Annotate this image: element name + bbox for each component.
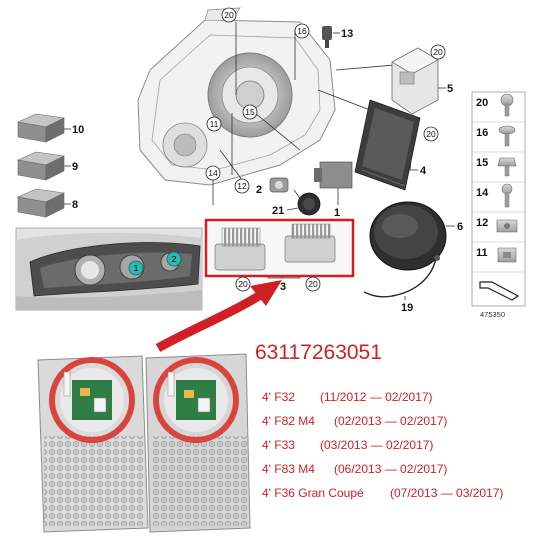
led-module-photo-left [37,355,149,533]
svg-text:15: 15 [476,157,488,169]
callout-4: 4 [420,165,427,177]
part-10-block: 10 [16,113,84,143]
svg-text:12: 12 [476,217,488,229]
circled-20-right: 20 [305,276,321,292]
circled-20-unit: 20 [423,126,439,142]
svg-text:20: 20 [238,279,248,289]
circled-12: 12 [234,178,250,194]
red-arrow [155,280,282,352]
fastener-panel: 20 16 15 14 12 11 [471,91,526,307]
fitment-dates: (02/2013 — 02/2017) [334,414,447,428]
part-5-control-module: 5 [391,47,453,115]
fastener-16: 16 [476,125,516,147]
fitment-row: 4' F83 M4 (06/2013 — 02/2017) [262,462,447,476]
part-19-wire: 19 [363,255,440,314]
fastener-12: 12 [476,217,518,233]
circled-14: 14 [205,165,221,181]
fitment-dates: (03/2013 — 02/2017) [320,438,433,452]
fitment-row: 4' F32 (11/2012 — 02/2017) [262,390,433,404]
svg-text:20: 20 [308,279,318,289]
circled-20-top: 20 [221,7,237,23]
callout-5: 5 [447,83,453,95]
callout-9: 9 [72,161,78,173]
fitment-model: 4' F36 Gran Coupé [262,486,364,500]
part-3-labels: 20 3 20 [235,276,321,293]
fitment-dates: (06/2013 — 02/2017) [334,462,447,476]
callout-3: 3 [280,281,286,293]
module-left [214,227,266,271]
fastener-20: 20 [476,93,514,117]
car-marker-2: 2 [166,251,182,267]
car-marker-1: 1 [128,260,144,276]
part-2-socket: 2 [256,177,289,196]
part-13-plug: 13 [322,26,353,48]
fitment-row: 4' F36 Gran Coupé (07/2013 — 03/2017) [262,486,503,500]
svg-text:16: 16 [297,26,307,36]
fitment-row: 4' F82 M4 (02/2013 — 02/2017) [262,414,447,428]
fitment-model: 4' F32 [262,390,295,404]
fitment-row: 4' F33 (03/2013 — 02/2017) [262,438,433,452]
svg-text:14: 14 [208,168,218,178]
tool-icon [479,281,520,301]
callout-13: 13 [341,28,353,40]
fastener-15: 15 [476,157,517,177]
fitment-list: 4' F32 (11/2012 — 02/2017) 4' F82 M4 (02… [262,390,503,500]
circled-20-left: 20 [235,276,251,292]
part-4-black-unit: 4 [354,99,427,191]
module-right [284,223,336,263]
svg-text:16: 16 [476,127,488,139]
fitment-model: 4' F82 M4 [262,414,315,428]
svg-text:11: 11 [210,119,219,129]
fitment-dates: (07/2013 — 03/2017) [390,486,503,500]
callout-19: 19 [401,302,413,314]
circled-11: 11 [206,116,222,132]
part-9-block: 9 [16,151,78,181]
part-8-block: 8 [16,188,78,218]
svg-text:12: 12 [237,181,247,191]
led-module-photo-right [145,353,251,533]
circled-20-module: 20 [430,44,446,60]
svg-text:20: 20 [426,129,436,139]
fastener-14: 14 [476,183,513,208]
circled-callouts: 20 16 11 15 12 14 20 20 [205,7,446,194]
circled-15: 15 [242,104,258,120]
part-6-cover: 6 [369,201,463,271]
car-headlight-photo: 1 2 [15,227,203,311]
fastener-11: 11 [476,247,517,263]
callout-21: 21 [272,205,284,217]
svg-text:14: 14 [476,187,489,199]
callout-6: 6 [457,221,463,233]
highlight-box-part-3 [204,218,355,278]
svg-text:2: 2 [172,254,177,264]
svg-text:15: 15 [245,107,255,117]
circled-16: 16 [294,23,310,39]
svg-text:20: 20 [476,97,488,109]
svg-text:1: 1 [134,263,139,273]
callout-8: 8 [72,199,78,211]
callout-2: 2 [256,184,262,196]
svg-text:20: 20 [433,47,443,57]
diagram-id: 475350 [480,310,505,319]
part-number: 63117263051 [255,341,382,364]
part-1-bulb-module: 1 [314,161,353,219]
callout-10: 10 [72,124,84,136]
svg-text:20: 20 [224,10,234,20]
headlight-housing [137,7,336,186]
fitment-model: 4' F33 [262,438,295,452]
svg-text:11: 11 [476,247,488,259]
fitment-model: 4' F83 M4 [262,462,315,476]
fitment-dates: (11/2012 — 02/2017) [320,390,433,404]
callout-1: 1 [334,207,340,219]
part-21-cap: 21 [272,192,321,217]
